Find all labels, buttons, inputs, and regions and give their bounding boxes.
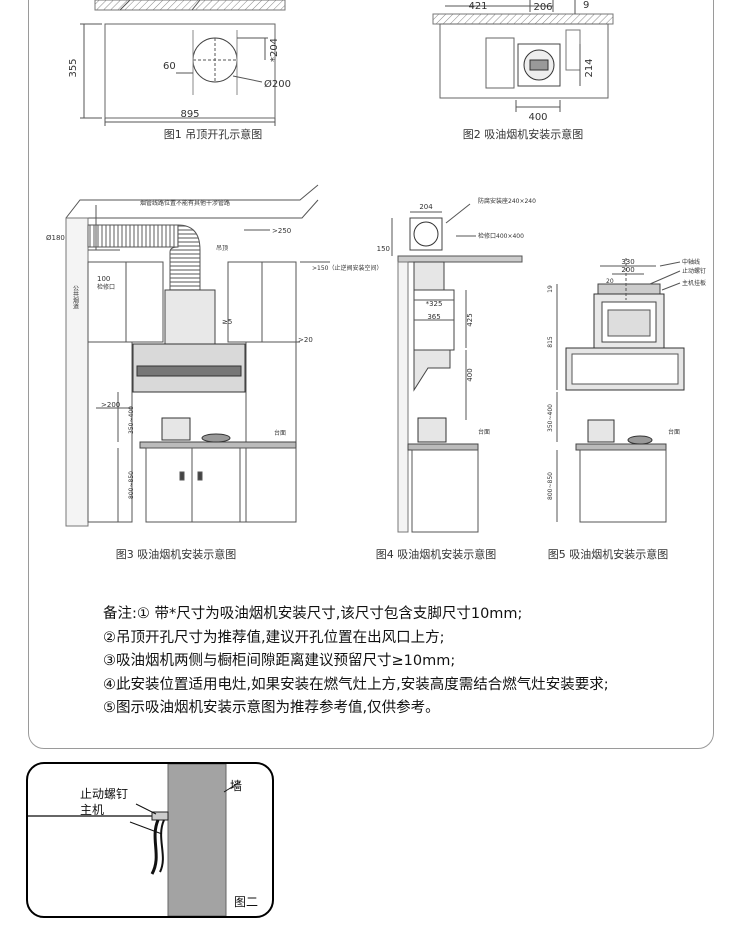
- fig4-label-counter: 台面: [478, 428, 490, 436]
- fig3-dim-100: 100: [97, 275, 110, 283]
- fig1-caption: 图1 吊顶开孔示意图: [164, 127, 263, 141]
- detail-drawing: 止动螺钉 主机 墙 图二: [28, 764, 258, 916]
- fig5-dim-200: 200: [621, 266, 634, 274]
- fig5-dim-350: 350~400: [547, 404, 554, 432]
- fig5-dim-330: 330: [621, 258, 634, 266]
- fig3-caption: 图3 吸油烟机安装示意图: [116, 547, 237, 561]
- fig3-dim-25: ≥5: [222, 318, 232, 326]
- fig1-dim-height: 355: [68, 58, 79, 77]
- fig5-dim-20: 20: [606, 278, 614, 285]
- fig3-dim-150: >150（止逆阀安装空间）: [312, 264, 382, 272]
- fig1-dim-hole: Ø200: [264, 78, 291, 90]
- fig4-dim-204: 204: [419, 203, 433, 211]
- fig4-label-access: 检修口400×400: [478, 232, 524, 240]
- fig3-label-access: 检修口: [97, 283, 115, 291]
- note-line-1: 备注:① 带*尺寸为吸油烟机安装尺寸,该尺寸包含支脚尺寸10mm;: [103, 606, 523, 622]
- detail-caption: 图二: [234, 895, 258, 909]
- fig1-dim-offset: 60: [163, 61, 176, 72]
- fig5-label-main: 主机挂板: [682, 279, 706, 287]
- fig3-label-counter: 台面: [274, 429, 286, 437]
- detail-label-main: 主机: [80, 803, 104, 817]
- fig4-side-elevation: [391, 203, 523, 533]
- fig3-dim-800: 800~850: [128, 471, 135, 499]
- fig5-front-elevation: [556, 258, 685, 523]
- fig2-dim-214: 214: [584, 58, 595, 77]
- fig5-caption: 图5 吸油烟机安装示意图: [548, 547, 669, 561]
- fig4-dim-150: 150: [377, 245, 390, 253]
- fig1-dim-width: 895: [180, 109, 199, 120]
- detail-label-wall: 墙: [230, 779, 242, 793]
- fig3-label-flue: 公共烟道: [72, 285, 79, 310]
- fig4-dim-365: 365: [427, 313, 440, 321]
- fig4-caption: 图4 吸油烟机安装示意图: [376, 547, 497, 561]
- note-line-4: ④此安装位置适用电灶,如果安装在燃气灶上方,安装高度需结合燃气灶安装要求;: [103, 676, 609, 693]
- detail-label-screw: 止动螺钉: [80, 787, 128, 801]
- fig4-dim-425: 425: [466, 313, 474, 326]
- fig4-dim-325: *325: [426, 300, 443, 308]
- fig2-caption: 图2 吸油烟机安装示意图: [463, 127, 584, 141]
- fig5-dim-815: 815: [547, 336, 554, 348]
- fig2-dim-421: 421: [468, 1, 487, 12]
- notes-block: 备注:① 带*尺寸为吸油烟机安装尺寸,该尺寸包含支脚尺寸10mm; ②吊顶开孔尺…: [103, 603, 609, 721]
- fig4-dim-400: 400: [466, 368, 474, 381]
- note-line-2: ②吊顶开孔尺寸为推荐值,建议开孔位置在出风口上方;: [103, 629, 445, 646]
- fig1-ceiling-hole: [80, 0, 286, 126]
- fig5-label-counter: 台面: [668, 428, 680, 436]
- fig3-dim-180: Ø180: [46, 234, 65, 242]
- fig3-dim-250: >250: [272, 227, 291, 235]
- fig3-label-ceiling: 吊顶: [216, 245, 228, 252]
- fig1-dim-top: *204: [269, 38, 280, 62]
- note-line-3: ③吸油烟机两侧与橱柜间隙距离建议预留尺寸≥10mm;: [103, 653, 456, 669]
- detail-figure: 止动螺钉 主机 墙 图二: [26, 762, 274, 918]
- note-line-5: ⑤图示吸油烟机安装示意图为推荐参考值,仅供参考。: [103, 700, 440, 716]
- fig2-dim-9: 9: [583, 0, 589, 11]
- fig5-dim-800: 800~850: [547, 472, 554, 500]
- fig3-dim-20: >20: [298, 336, 313, 344]
- fig5-label-screw: 止动螺钉: [682, 267, 706, 275]
- fig3-dim-350: 350~400: [128, 406, 135, 434]
- fig2-hood-top: [432, 0, 614, 112]
- fig5-label-center: 中轴线: [682, 258, 700, 266]
- fig5-dim-19: 19: [547, 285, 554, 293]
- fig3-dim-200: >200: [101, 401, 120, 409]
- fig3-note-top: 烟管线路位置不能有其他干涉管路: [140, 199, 230, 207]
- fig2-dim-400: 400: [528, 112, 547, 123]
- fig2-dim-206: 206: [533, 2, 552, 13]
- fig4-label-fireproof: 防腐安装座240×240: [478, 197, 536, 205]
- fig3-kitchen-elevation: [65, 184, 330, 527]
